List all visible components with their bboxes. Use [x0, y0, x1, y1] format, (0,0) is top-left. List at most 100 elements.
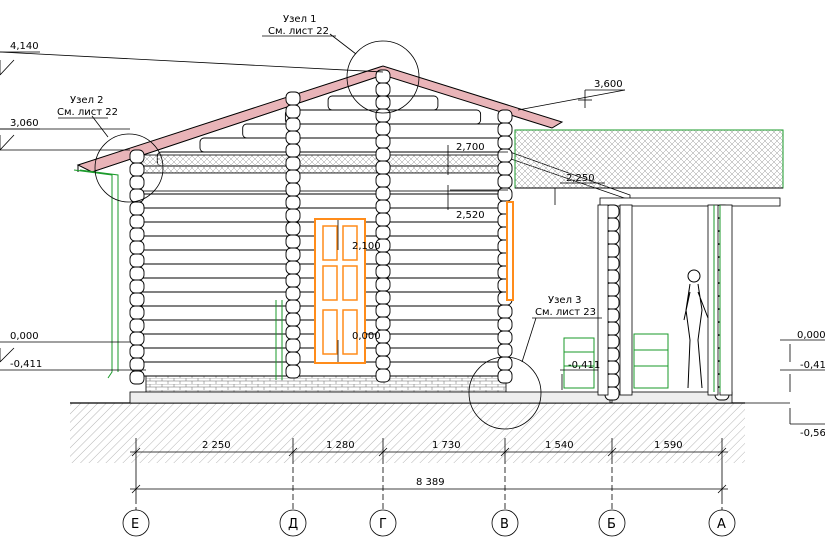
column-log — [285, 104, 301, 119]
column-log — [285, 91, 301, 106]
column-log — [375, 186, 391, 201]
column-log — [129, 292, 145, 307]
axis-markers: Е Д Г В Б А — [122, 458, 736, 537]
labels: 4,140 3,060 0,000 -0,411 3,600 2,700 2,2… — [10, 14, 825, 439]
column-log — [129, 344, 145, 359]
level-beam: 2,700 — [456, 142, 485, 153]
plinth — [129, 375, 733, 404]
column-log — [129, 370, 145, 385]
column-log — [285, 208, 301, 223]
column-log — [375, 95, 391, 110]
drainpipes — [73, 169, 721, 392]
column-log — [375, 212, 391, 227]
node-1-title: Узел 1 — [283, 14, 317, 25]
human-figure — [683, 269, 709, 389]
column-log — [375, 342, 391, 357]
column-log — [497, 369, 513, 384]
column-log — [129, 318, 145, 333]
axis-V: В — [500, 517, 509, 532]
column-log — [285, 247, 301, 262]
dimension-labels: 2 250 1 280 1 730 1 540 1 590 8 389 — [202, 440, 683, 488]
column-log — [497, 122, 513, 137]
column-log — [129, 279, 145, 294]
column-log — [129, 253, 145, 268]
level-zero-right: 0,000 — [797, 330, 825, 341]
door — [314, 218, 366, 364]
column-log — [375, 147, 391, 162]
column-log — [375, 264, 391, 279]
column-log — [129, 162, 145, 177]
dimension-lines — [130, 438, 728, 498]
column-log — [375, 251, 391, 266]
column-log — [497, 161, 513, 176]
column-log — [375, 290, 391, 305]
column-log — [285, 351, 301, 366]
span-1: 2 250 — [202, 440, 231, 451]
axis-E: Е — [131, 517, 139, 532]
column-log — [285, 299, 301, 314]
column-log — [129, 331, 145, 346]
column-log — [375, 108, 391, 123]
column-log — [497, 148, 513, 163]
column-log — [497, 343, 513, 358]
level-lower-beam: 2,520 — [456, 210, 485, 221]
column-log — [285, 260, 301, 275]
level-ground-right: -0,56 — [800, 428, 825, 439]
node-2-ref: См. лист 22 — [57, 107, 118, 118]
level-door-height: 2,100 — [352, 241, 381, 252]
node-3-ref: См. лист 23 — [535, 307, 596, 318]
axis-D: Д — [288, 517, 298, 532]
log-columns — [129, 69, 730, 401]
column-log — [129, 214, 145, 229]
column-log — [285, 364, 301, 379]
ground — [70, 402, 745, 463]
column-log — [129, 188, 145, 203]
column-log — [375, 121, 391, 136]
level-plinth-left: -0,411 — [10, 359, 42, 370]
column-log — [285, 130, 301, 145]
level-floor-door: 0,000 — [352, 331, 381, 342]
column-log — [375, 316, 391, 331]
level-plinth-right: -0,41 — [800, 360, 825, 371]
wall-log — [242, 123, 508, 139]
column-log — [497, 330, 513, 345]
column-log — [375, 277, 391, 292]
column-log — [375, 225, 391, 240]
column-log — [285, 338, 301, 353]
level-eave: 3,060 — [10, 118, 39, 129]
column-log — [285, 312, 301, 327]
column-log — [497, 174, 513, 189]
column-log — [285, 182, 301, 197]
column-log — [375, 173, 391, 188]
column-log — [375, 199, 391, 214]
column-log — [285, 234, 301, 249]
level-plinth-mid: -0,411 — [568, 360, 600, 371]
column-log — [285, 221, 301, 236]
column-log — [129, 201, 145, 216]
column-log — [129, 240, 145, 255]
column-log — [129, 305, 145, 320]
node-2-title: Узел 2 — [70, 95, 104, 106]
column-log — [129, 149, 145, 164]
column-log — [129, 266, 145, 281]
level-porch-top: 3,600 — [594, 79, 623, 90]
span-4: 1 540 — [545, 440, 574, 451]
level-leaders — [0, 51, 825, 425]
column-log — [497, 304, 513, 319]
level-porch-beam: 2,250 — [566, 173, 595, 184]
column-log — [375, 82, 391, 97]
column-log — [375, 134, 391, 149]
column-log — [375, 368, 391, 383]
column-log — [129, 357, 145, 372]
span-2: 1 280 — [326, 440, 355, 451]
column-log — [497, 317, 513, 332]
span-5: 1 590 — [654, 440, 683, 451]
porch-chairs — [563, 333, 669, 389]
node-callouts — [58, 33, 602, 430]
column-log — [375, 355, 391, 370]
porch-roof — [507, 129, 784, 207]
node-1-ref: См. лист 22 — [268, 26, 329, 37]
column-log — [129, 227, 145, 242]
column-log — [497, 356, 513, 371]
